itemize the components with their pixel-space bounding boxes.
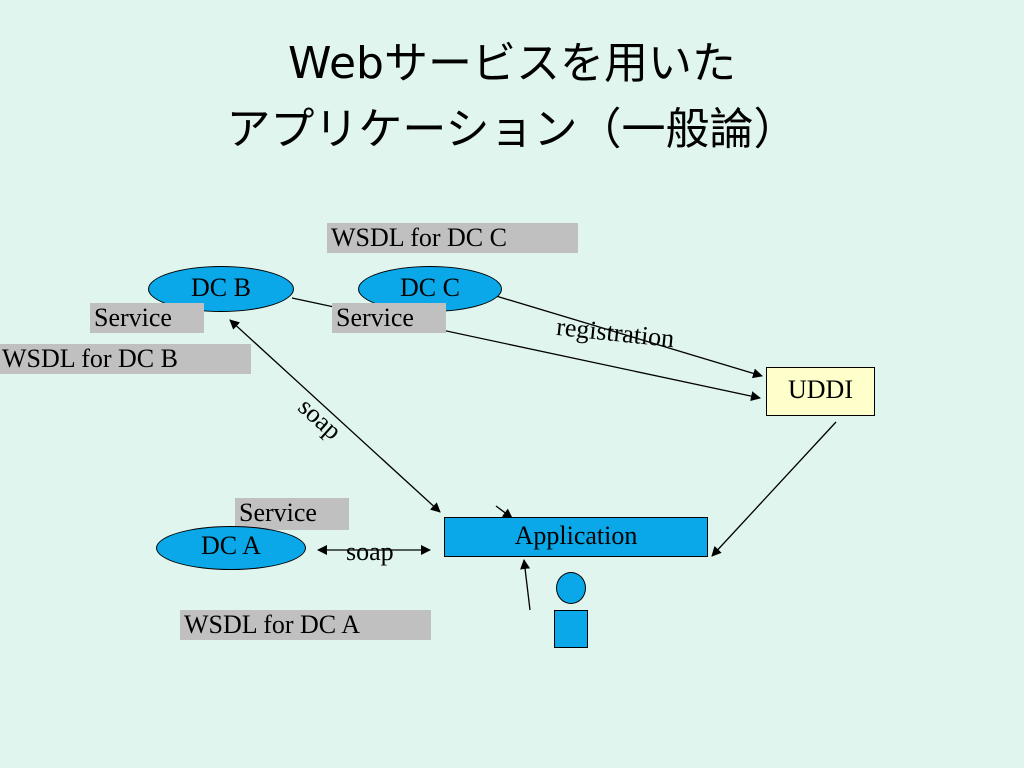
- service-dcb-label: Service: [90, 303, 204, 333]
- soap-dca-label: soap: [346, 537, 394, 566]
- slide-title-line2: アプリケーション（一般論）: [226, 104, 798, 155]
- dc-a-node: DC A: [156, 526, 306, 570]
- wsdl-dcb-label: WSDL for DC B: [0, 344, 251, 374]
- uddi-to-application-arrow: [711, 421, 837, 557]
- soap-arrow-dcb: [229, 319, 441, 513]
- application-node: Application: [444, 517, 708, 557]
- slide-title-line1: Webサービスを用いた: [288, 38, 736, 89]
- user-to-application-arrow: [520, 559, 531, 611]
- service-dca-label: Service: [235, 498, 349, 530]
- service-dcc-label: Service: [332, 303, 446, 333]
- person-icon: [552, 572, 590, 648]
- wsdl-dcc-label: WSDL for DC C: [327, 223, 578, 253]
- registration-arrow-dcc: [495, 295, 763, 379]
- wsdl-dca-label: WSDL for DC A: [180, 610, 431, 640]
- uddi-node: UDDI: [766, 367, 875, 416]
